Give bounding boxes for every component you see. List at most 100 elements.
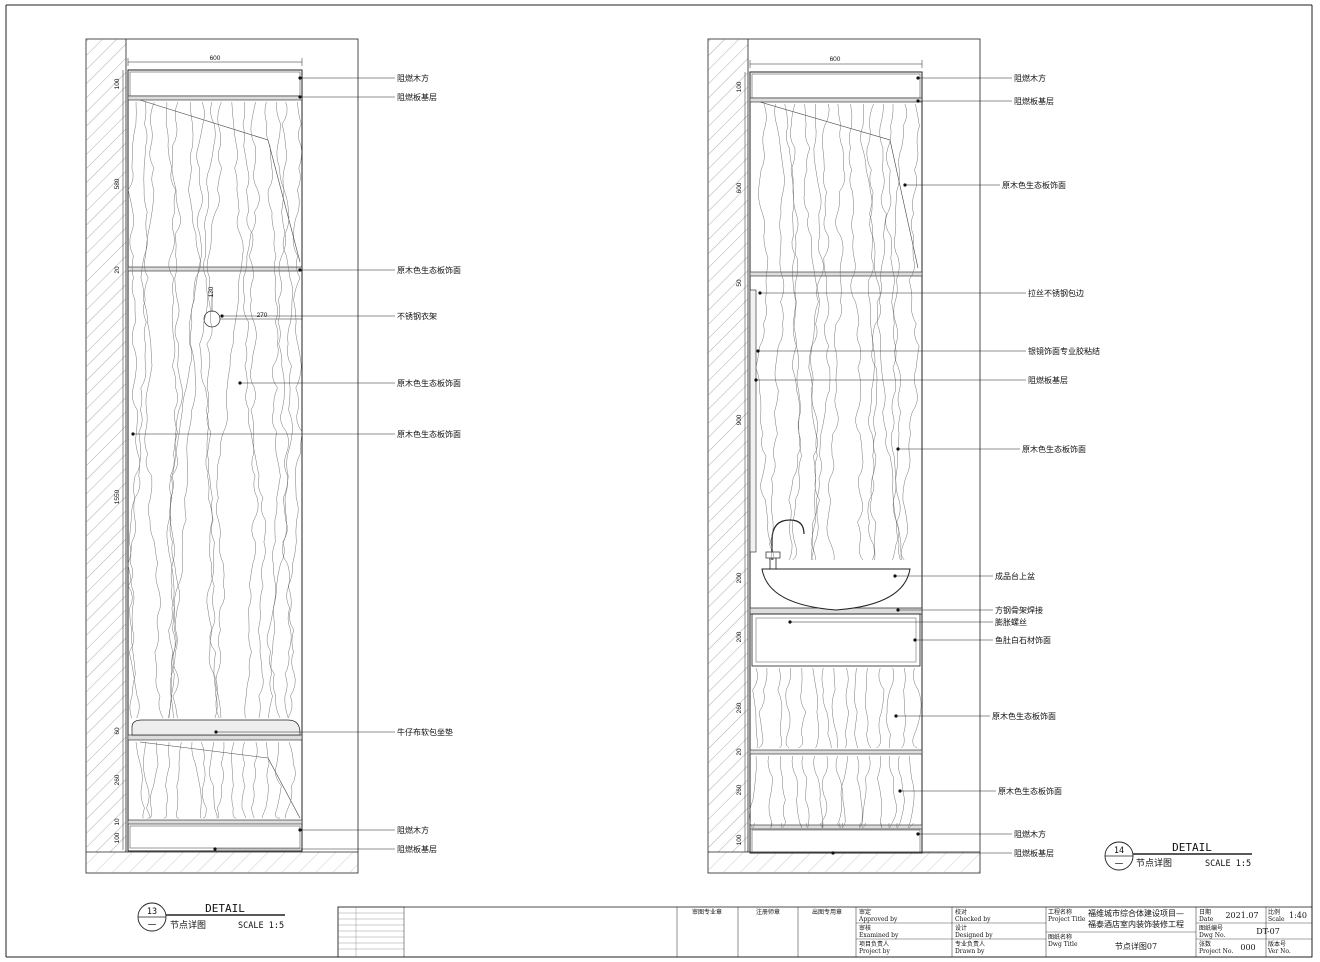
- wood-grain-line: [801, 755, 810, 828]
- wood-grain-line: [877, 755, 883, 828]
- wood-grain-line: [287, 101, 303, 719]
- wood-grain-line: [217, 741, 225, 819]
- role-cn: 审定: [859, 908, 871, 916]
- title-block: 审图专业章 注册师章 出图专用章 审定 Approved by 审核 Exami…: [337, 906, 1313, 958]
- leader-dot: [220, 314, 224, 318]
- callout-label: 阻燃木方: [397, 825, 429, 835]
- leader-dot: [758, 291, 762, 295]
- wood-grain-line: [844, 667, 849, 749]
- role-en: Project by: [859, 948, 890, 955]
- leader-dot: [756, 349, 760, 353]
- wood-grain-line: [172, 101, 201, 719]
- wood-grain-line: [784, 103, 802, 561]
- callout-label: 原木色生态板饰面: [397, 265, 461, 275]
- wood-grain-line: [201, 741, 207, 819]
- wood-grain-line: [127, 101, 155, 719]
- sheets-label-en: Project No.: [1199, 948, 1233, 955]
- leader-dot: [298, 76, 302, 80]
- basin: [761, 568, 911, 611]
- wood-grain-line: [859, 755, 871, 828]
- left-vertical-dims: 100 580 20 1550 60 260 10 100 130 270: [114, 78, 268, 843]
- wood-grain-line: [803, 103, 821, 561]
- callout-label: 银镜饰面专业胶粘结: [1028, 346, 1100, 356]
- right-callouts: 阻燃木方阻燃板基层原木色生态板饰面拉丝不锈钢包边银镜饰面专业胶粘结阻燃板基层原木…: [754, 73, 1100, 858]
- wood-grain-line: [163, 741, 171, 819]
- left-width-dim: 600: [210, 55, 221, 62]
- sheet-border: [5, 4, 1313, 958]
- dim-text: 100: [736, 81, 743, 92]
- callout-label: 方钢骨架焊接: [995, 605, 1043, 615]
- detail-heading: DETAIL: [205, 902, 245, 915]
- wood-grain-line: [264, 101, 281, 719]
- role-cn: 专业负责人: [955, 940, 985, 948]
- dwg-no-value: DT-07: [1256, 927, 1280, 936]
- wood-grain-line: [789, 103, 802, 561]
- wood-grain-line: [241, 741, 246, 819]
- wood-grain-line: [752, 667, 758, 749]
- role-en: Designed by: [955, 932, 993, 939]
- drawing-name: 节点详图07: [1115, 941, 1157, 951]
- callout-label: 原木色生态板饰面: [397, 378, 461, 388]
- wood-grain-line: [820, 755, 829, 828]
- wood-grain-line: [176, 741, 182, 819]
- callout-label: 不锈钢衣架: [397, 311, 437, 321]
- dim-text: 600: [736, 182, 743, 193]
- wood-grain-line: [166, 101, 179, 719]
- stamp-label: 审图专业章: [692, 908, 722, 916]
- left-cushion: [131, 719, 301, 736]
- wood-grain-line: [191, 741, 202, 819]
- wood-grain-line: [767, 755, 774, 828]
- wood-grain-line: [266, 101, 289, 719]
- right-width-dim: 600: [830, 56, 841, 63]
- wood-grain-line: [837, 755, 849, 828]
- leader-dot: [831, 851, 835, 855]
- callout-label: 阻燃木方: [1014, 73, 1046, 83]
- date-label-cn: 日期: [1199, 908, 1211, 916]
- callout-label: 阻燃板基层: [397, 92, 437, 102]
- detail-scale: SCALE 1:5: [1205, 859, 1251, 869]
- wood-grain-line: [860, 103, 882, 561]
- callout-label: 原木色生态板饰面: [1002, 180, 1066, 190]
- callout-label: 原木色生态板饰面: [998, 786, 1062, 796]
- callout-label: 原木色生态板饰面: [397, 429, 461, 439]
- wood-grain-line: [768, 103, 785, 561]
- wood-grain-line: [900, 103, 920, 561]
- wood-grain-line: [835, 755, 846, 828]
- wood-grain-line: [896, 755, 905, 828]
- leader-dot: [131, 432, 135, 436]
- dim-text: 130: [208, 286, 215, 297]
- leader-dot: [298, 95, 302, 99]
- sheets-label-cn: 张数: [1199, 940, 1211, 948]
- left-floor-hatch: [86, 852, 358, 873]
- role-en: Approved by: [858, 916, 898, 923]
- wood-grain-line: [886, 667, 895, 749]
- detail-number: 13: [147, 907, 157, 917]
- detail-sub: 一: [1115, 860, 1124, 870]
- dim-text: 580: [114, 178, 121, 189]
- ver-label-cn: 版本号: [1268, 940, 1286, 948]
- wood-grain-line: [142, 741, 151, 819]
- wood-grain-line: [231, 741, 237, 819]
- wood-grain-line: [261, 741, 270, 819]
- dim-text: 100: [736, 834, 743, 845]
- project-title-line1: 福维城市综合体建设项目—: [1088, 908, 1184, 918]
- leader-dot: [896, 447, 900, 451]
- wood-grain-line: [848, 103, 864, 561]
- date-label-en: Date: [1199, 916, 1214, 923]
- scale-value: 1:40: [1289, 911, 1307, 920]
- wood-grain-line: [758, 667, 768, 749]
- project-title-line2: 福泰酒店室内装饰装修工程: [1088, 919, 1184, 929]
- dim-text: 270: [257, 312, 268, 319]
- callout-label: 鱼肚白石材饰面: [995, 635, 1051, 645]
- wood-grain-line: [199, 101, 222, 719]
- leader-dot: [898, 789, 902, 793]
- leader-dot: [214, 730, 218, 734]
- left-elevation: [85, 38, 359, 874]
- leader-dot: [913, 638, 917, 642]
- role-cn: 设计: [955, 924, 967, 932]
- dim-text: 200: [736, 572, 743, 583]
- detail-number: 14: [1114, 846, 1124, 856]
- leader-dot: [298, 828, 302, 832]
- leader-dot: [916, 76, 920, 80]
- wood-grain-line: [127, 101, 141, 719]
